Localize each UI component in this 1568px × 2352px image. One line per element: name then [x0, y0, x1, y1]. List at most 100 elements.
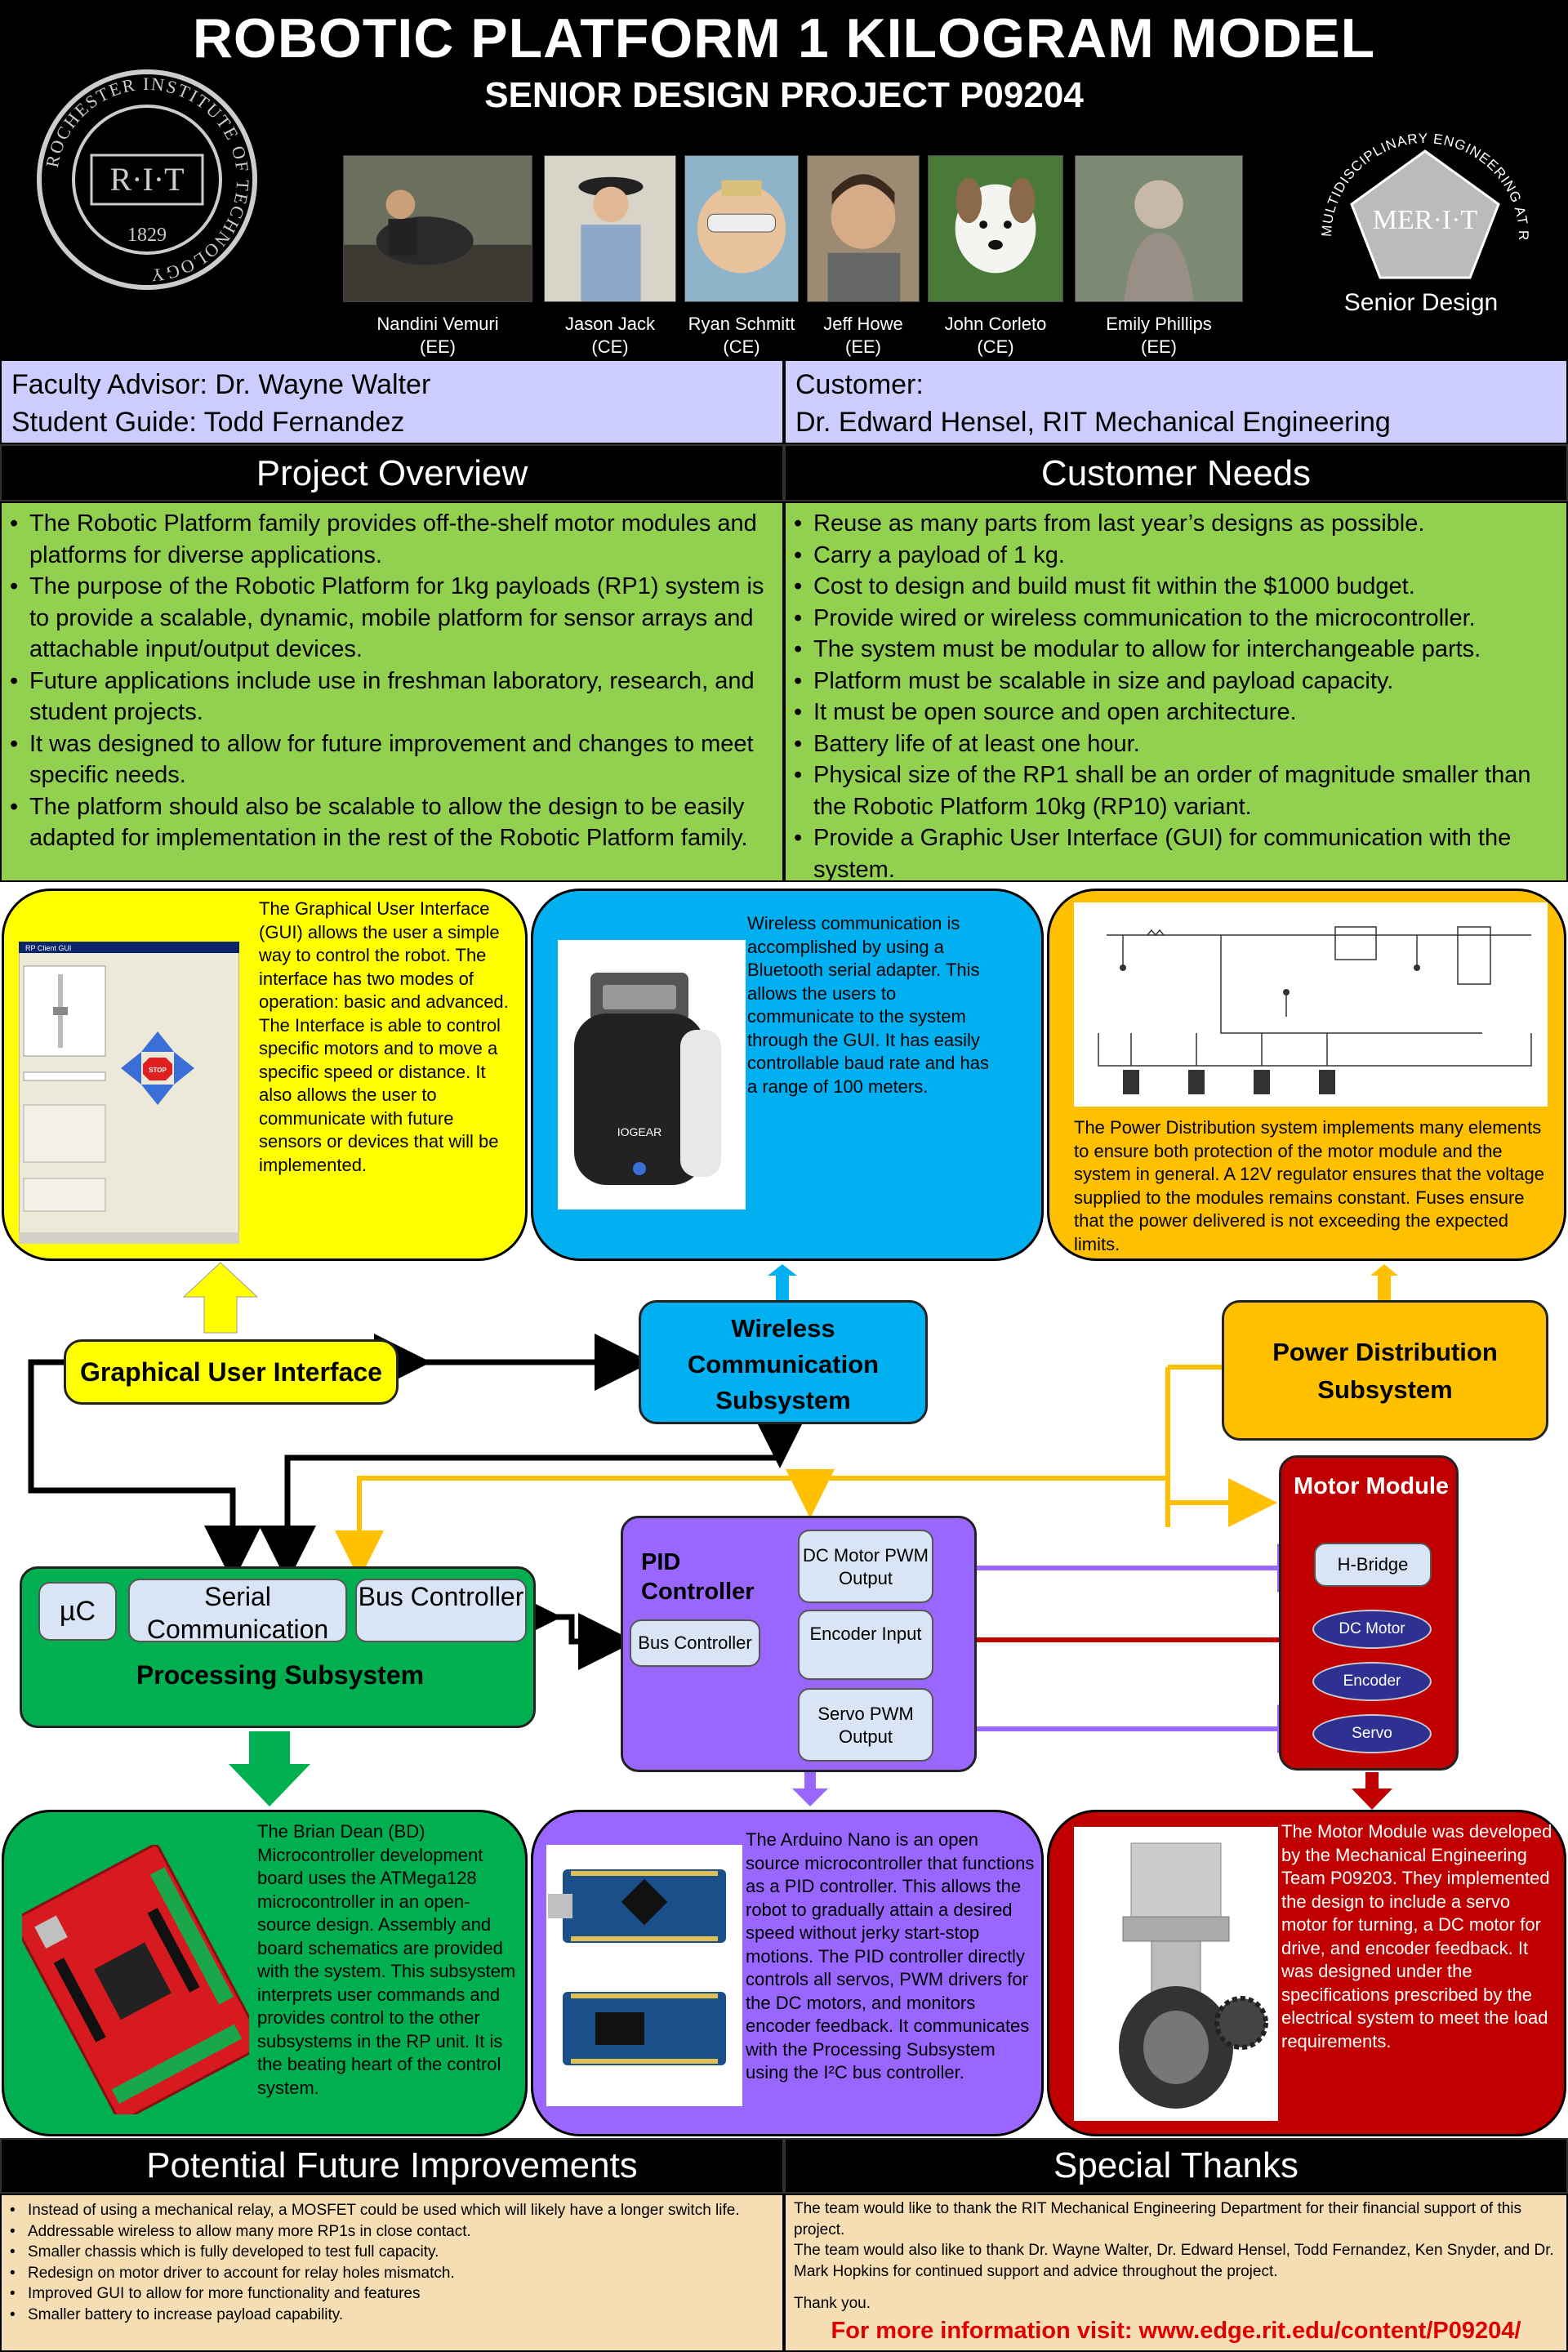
team-member: Jeff Howe(EE): [807, 155, 920, 359]
pid-title: PID Controller: [641, 1549, 755, 1605]
gui-stop-label: STOP: [149, 1067, 167, 1074]
future-bullet: •Addressable wireless to allow many more…: [10, 2222, 471, 2240]
gui-screenshot: RP Client GUI STOP: [19, 942, 239, 1244]
thanks-heading: Special Thanks: [784, 2138, 1568, 2194]
member-photo: [1075, 155, 1243, 302]
arduino-panel: The Arduino Nano is an open source micro…: [531, 1810, 1044, 2136]
member-photo: [544, 155, 676, 302]
poster-subtitle: SENIOR DESIGN PROJECT P09204: [484, 75, 1084, 115]
arrow-gui-up: [182, 1262, 259, 1334]
encoder-ellipse: Encoder: [1312, 1662, 1432, 1701]
future-heading: Potential Future Improvements: [0, 2138, 784, 2194]
future-bullet: •Instead of using a mechanical relay, a …: [10, 2202, 740, 2219]
arrow-wireless-up: [768, 1264, 797, 1300]
member-name: Ryan Schmitt: [688, 314, 795, 334]
merit-center-text: MER·I·T: [1373, 205, 1478, 235]
arrow-power-up: [1370, 1264, 1398, 1300]
power-panel: The Power Distribution system implements…: [1047, 889, 1566, 1261]
overview-heading: Project Overview: [0, 444, 784, 501]
processing-label: Processing Subsystem: [136, 1660, 425, 1690]
faculty-advisor: Faculty Advisor: Dr. Wayne Walter: [11, 369, 431, 400]
member-name: John Corleto: [944, 314, 1047, 334]
student-guide: Student Guide: Todd Fernandez: [11, 407, 405, 438]
arrow-processing-down: [229, 1731, 310, 1806]
pid-controller-node: PID Controller Bus Controller DC Motor P…: [621, 1516, 977, 1772]
needs-box: Reuse as many parts from last year’s des…: [784, 501, 1568, 885]
overview-box: The Robotic Platform family provides off…: [0, 501, 784, 882]
member-photo: [928, 155, 1063, 302]
member-name: Nandini Vemuri: [376, 314, 499, 334]
needs-bullet: Provide wired or wireless communication …: [794, 603, 1558, 635]
member-dept: (EE): [1141, 336, 1177, 357]
needs-bullet: Carry a payload of 1 kg.: [794, 540, 1558, 572]
future-bullet: •Smaller battery to increase payload cap…: [10, 2305, 344, 2323]
arrow-pid-down: [792, 1772, 828, 1806]
adapter-brand-label: IOGEAR: [617, 1125, 662, 1138]
member-dept: (CE): [977, 336, 1014, 357]
motor-module-node: Motor Module H-Bridge DC Motor Encoder S…: [1279, 1455, 1459, 1771]
needs-bullet: It must be open source and open architec…: [794, 697, 1558, 728]
dc-motor-ellipse: DC Motor: [1312, 1610, 1432, 1649]
needs-heading: Customer Needs: [784, 444, 1568, 501]
member-dept: (EE): [420, 336, 456, 357]
member-photo: [807, 155, 920, 302]
team-member: Jason Jack(CE): [544, 155, 676, 359]
member-name: Jeff Howe: [823, 314, 903, 334]
arduino-nano-image: [546, 1845, 742, 2106]
motor-module-panel: The Motor Module was developed by the Me…: [1047, 1810, 1566, 2136]
serial-communication-box: Serial Communication: [128, 1579, 347, 1644]
needs-bullet: Battery life of at least one hour.: [794, 728, 1558, 760]
motor-module-description: The Motor Module was developed by the Me…: [1281, 1821, 1552, 2051]
member-photo: [343, 155, 532, 302]
poster-header: ROBOTIC PLATFORM 1 KILOGRAM MODEL SENIOR…: [0, 0, 1568, 359]
power-description: The Power Distribution system implements…: [1074, 1117, 1545, 1254]
wireless-panel: IOGEAR Wireless communication is accompl…: [531, 889, 1044, 1261]
arrow-motor-down: [1352, 1772, 1392, 1810]
power-node: Power Distribution Subsystem: [1222, 1300, 1548, 1441]
future-bullet: •Redesign on motor driver to account for…: [10, 2264, 455, 2282]
member-name: Jason Jack: [564, 314, 656, 334]
needs-bullet: Reuse as many parts from last year’s des…: [794, 508, 1558, 540]
processing-node: µC Serial Communication Bus Controller P…: [20, 1566, 536, 1728]
microcontroller-box: µC: [38, 1582, 117, 1641]
rit-seal-logo: ROCHESTER INSTITUTE OF TECHNOLOGY R·I·T …: [37, 69, 257, 290]
bluetooth-adapter-image: IOGEAR: [558, 940, 746, 1209]
bluetooth-icon: [633, 1162, 646, 1175]
gui-description: The Graphical User Interface (GUI) allow…: [259, 898, 509, 1175]
member-name: Emily Phillips: [1106, 314, 1212, 334]
thanks-box: The team would like to thank the RIT Mec…: [784, 2194, 1568, 2352]
bus-controller-box: Bus Controller: [355, 1579, 527, 1642]
overview-bullet: It was designed to allow for future impr…: [10, 728, 774, 791]
member-dept: (EE): [845, 336, 881, 357]
customer-label: Customer:: [795, 369, 924, 400]
direction-pad-icon: STOP: [121, 1031, 194, 1105]
gui-node: Graphical User Interface: [64, 1339, 399, 1405]
diagram-arrows: [28, 1262, 1398, 1810]
servo-pwm-output: Servo PWM Output: [798, 1688, 933, 1762]
team-member: Emily Phillips(EE): [1075, 155, 1243, 359]
overview-bullet: The platform should also be scalable to …: [10, 791, 774, 854]
bd-board-description: The Brian Dean (BD) Microcontroller deve…: [257, 1821, 516, 2098]
wireless-node: Wireless Communication Subsystem: [639, 1300, 928, 1424]
member-photo: [684, 155, 799, 302]
h-bridge-box: H-Bridge: [1314, 1543, 1432, 1587]
dc-motor-pwm-output: DC Motor PWM Output: [798, 1530, 933, 1603]
needs-bullet: Physical size of the RP1 shall be an ord…: [794, 760, 1558, 822]
merit-logo: MULTIDISCIPLINARY ENGINEERING AT RIT MER…: [1298, 114, 1530, 316]
needs-bullet: The system must be modular to allow for …: [794, 634, 1558, 666]
poster-title: ROBOTIC PLATFORM 1 KILOGRAM MODEL: [192, 7, 1376, 69]
advisor-box: Faculty Advisor: Dr. Wayne Walter Studen…: [0, 359, 784, 444]
thanks-line-1: The team would like to thank the RIT Mec…: [794, 2200, 1522, 2238]
rit-seal-year: 1829: [127, 225, 167, 246]
more-info-link[interactable]: For more information visit: www.edge.rit…: [831, 2317, 1521, 2344]
future-bullet: •Smaller chassis which is fully develope…: [10, 2243, 439, 2261]
merit-caption: Senior Design: [1344, 289, 1498, 316]
overview-bullet: Future applications include use in fresh…: [10, 666, 774, 728]
needs-bullet: Provide a Graphic User Interface (GUI) f…: [794, 822, 1558, 885]
future-box: •Instead of using a mechanical relay, a …: [0, 2194, 784, 2352]
thanks-line-2: The team would also like to thank Dr. Wa…: [794, 2242, 1554, 2280]
wireless-description: Wireless communication is accomplished b…: [747, 913, 989, 1097]
future-bullet: •Improved GUI to allow for more function…: [10, 2285, 421, 2302]
member-dept: (CE): [591, 336, 629, 357]
team-member: Nandini Vemuri(EE): [343, 155, 532, 359]
